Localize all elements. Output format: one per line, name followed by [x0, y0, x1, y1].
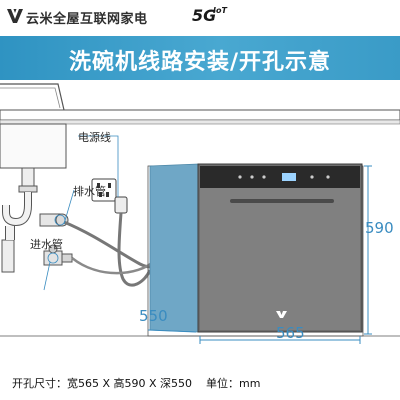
cutout-spec-footer: 开孔尺寸：宽565 X 高590 X 深550 单位：mm — [12, 375, 392, 391]
page-title: 洗碗机线路安装/开孔示意 — [68, 50, 332, 75]
wall-socket — [91, 178, 117, 202]
brand-header: 云米全屋互联网家电 5G IoT — [0, 0, 400, 36]
installation-diagram — [0, 83, 400, 344]
title-banner — [0, 36, 400, 80]
cutout-spec: 开孔尺寸：宽565 X 高590 X 深550 — [12, 377, 193, 390]
power-plug — [114, 196, 128, 214]
viomi-logo-icon — [7, 9, 23, 23]
unit-label: 单位：mm — [206, 377, 261, 390]
drain-tee — [39, 213, 69, 227]
sink-drain-trap — [1, 167, 38, 273]
appliance-logo-icon — [276, 311, 287, 318]
hoses — [63, 212, 160, 287]
iot-badge: IoT — [213, 6, 227, 15]
dishwasher — [197, 163, 363, 333]
callout-leaders — [43, 135, 119, 291]
5g-badge: 5G — [192, 6, 217, 25]
width-dimension: 565 — [276, 324, 305, 342]
countertop — [0, 109, 400, 125]
dimension-lines — [147, 165, 372, 344]
height-dimension: 590 — [365, 219, 394, 237]
depth-dimension: 550 — [139, 307, 168, 325]
sink-basin — [0, 83, 67, 169]
drain-hose-label: 排水管 — [73, 185, 106, 198]
power-cord-label: 电源线 — [78, 131, 111, 144]
brand-name: 云米全屋互联网家电 — [26, 12, 148, 27]
inlet-hose-label: 进水管 — [30, 238, 63, 251]
